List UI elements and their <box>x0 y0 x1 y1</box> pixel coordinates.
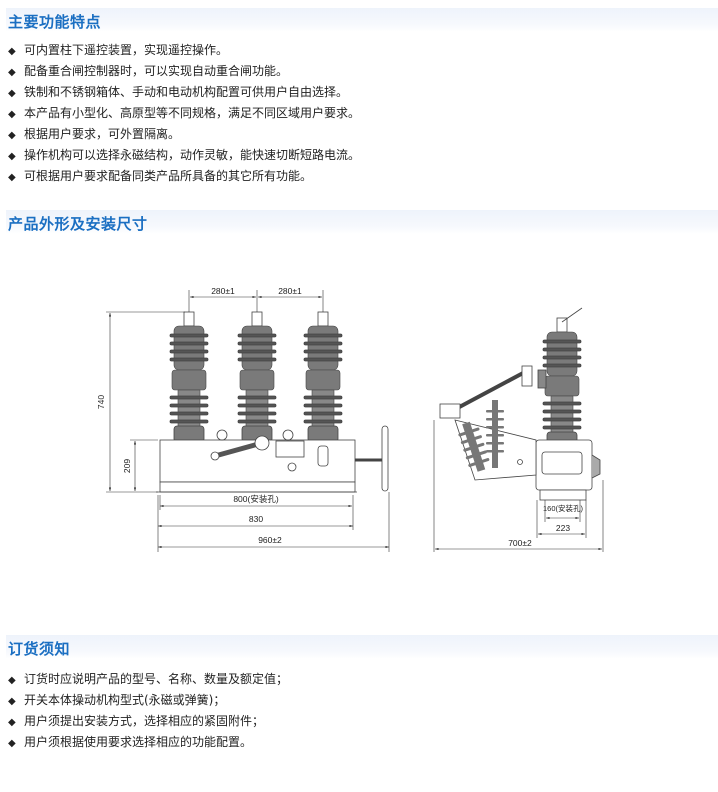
list-item: ◆ 配备重合闸控制器时，可以实现自动重合闸功能。 <box>8 61 360 82</box>
list-item: ◆ 本产品有小型化、高原型等不同规格，满足不同区域用户要求。 <box>8 103 360 124</box>
item-text: 本产品有小型化、高原型等不同规格，满足不同区域用户要求。 <box>24 106 361 120</box>
item-text: 用户须提出安装方式，选择相应的紧固附件； <box>24 714 265 728</box>
list-item: ◆ 用户须根据使用要求选择相应的功能配置。 <box>8 732 288 753</box>
front-dimensions <box>106 290 390 552</box>
list-item: ◆ 操作机构可以选择永磁结构，动作灵敏，能快速切断短路电流。 <box>8 145 360 166</box>
insulator <box>542 317 582 449</box>
dim-box-height: 209 <box>122 459 132 473</box>
list-item: ◆ 用户须提出安装方式，选择相应的紧固附件； <box>8 711 288 732</box>
item-text: 根据用户要求，可外置隔离。 <box>24 127 181 141</box>
dim-mount: 800(安装孔) <box>233 494 279 504</box>
bullet-icon: ◆ <box>8 130 16 141</box>
dim-pitch-1: 280±1 <box>211 286 235 296</box>
list-item: ◆ 可根据用户要求配备同类产品所具备的其它所有功能。 <box>8 166 360 187</box>
bullet-icon: ◆ <box>8 88 16 99</box>
bullet-icon: ◆ <box>8 717 16 728</box>
section-title: 订货须知 <box>8 640 71 658</box>
list-item: ◆ 订货时应说明产品的型号、名称、数量及额定值； <box>8 669 288 690</box>
item-text: 可内置柱下遥控装置，实现遥控操作。 <box>24 43 229 57</box>
insulator <box>237 311 277 443</box>
item-text: 订货时应说明产品的型号、名称、数量及额定值； <box>24 672 289 686</box>
features-list: ◆ 可内置柱下遥控装置，实现遥控操作。 ◆ 配备重合闸控制器时，可以实现自动重合闸功… <box>8 40 360 187</box>
list-item: ◆ 根据用户要求，可外置隔离。 <box>8 124 360 145</box>
ordering-header: 订货须知 <box>6 635 718 659</box>
list-item: ◆ 开关本体操动机构型式(永磁或弹簧)； <box>8 690 288 711</box>
bullet-icon: ◆ <box>8 46 16 57</box>
features-header: 主要功能特点 <box>6 8 718 32</box>
bullet-icon: ◆ <box>8 67 16 78</box>
dimension-drawing: 280±1 280±1 740 209 800(安装孔) 830 960±2 <box>96 286 604 552</box>
dim-overall: 960±2 <box>258 535 282 545</box>
item-text: 可根据用户要求配备同类产品所具备的其它所有功能。 <box>24 169 313 183</box>
section-title: 产品外形及安装尺寸 <box>8 215 148 233</box>
bullet-icon: ◆ <box>8 696 16 707</box>
dim-base: 830 <box>249 514 263 524</box>
insulator <box>169 311 209 443</box>
item-text: 配备重合闸控制器时，可以实现自动重合闸功能。 <box>24 64 289 78</box>
item-text: 开关本体操动机构型式(永磁或弹簧)； <box>24 693 226 707</box>
section-title: 主要功能特点 <box>8 13 102 31</box>
side-view <box>439 307 601 501</box>
dim-height: 740 <box>96 395 106 409</box>
side-dimensions <box>433 420 604 552</box>
bullet-icon: ◆ <box>8 172 16 183</box>
bullet-icon: ◆ <box>8 738 16 749</box>
item-text: 操作机构可以选择永磁结构，动作灵敏，能快速切断短路电流。 <box>24 148 361 162</box>
list-item: ◆ 可内置柱下遥控装置，实现遥控操作。 <box>8 40 360 61</box>
bullet-icon: ◆ <box>8 109 16 120</box>
side-dim-overall: 700±2 <box>508 538 532 548</box>
dimensions-header: 产品外形及安装尺寸 <box>6 210 718 234</box>
item-text: 用户须根据使用要求选择相应的功能配置。 <box>24 735 253 749</box>
side-dim-mount: 160(安装孔) <box>543 503 584 513</box>
front-view <box>156 311 389 493</box>
dim-pitch-2: 280±1 <box>278 286 302 296</box>
list-item: ◆ 铁制和不锈钢箱体、手动和电动机构配置可供用户自由选择。 <box>8 82 360 103</box>
ordering-list: ◆ 订货时应说明产品的型号、名称、数量及额定值； ◆ 开关本体操动机构型式(永磁或弹… <box>8 669 288 753</box>
side-dim-base: 223 <box>556 523 570 533</box>
bullet-icon: ◆ <box>8 151 16 162</box>
bullet-icon: ◆ <box>8 675 16 686</box>
item-text: 铁制和不锈钢箱体、手动和电动机构配置可供用户自由选择。 <box>24 85 349 99</box>
insulator <box>303 311 343 443</box>
